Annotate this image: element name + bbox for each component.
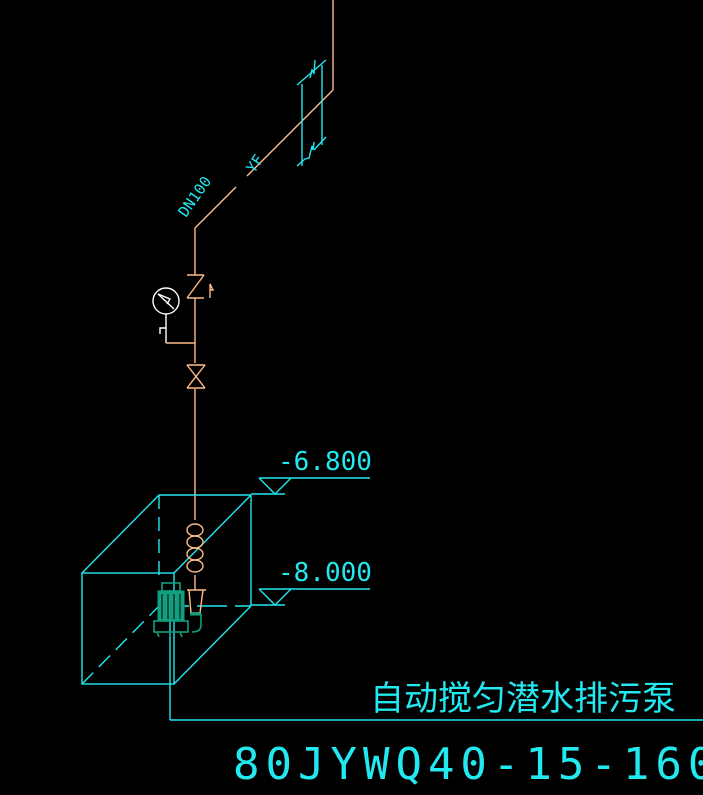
sump-pit bbox=[81, 494, 703, 721]
pipe-break-symbol bbox=[296, 59, 327, 167]
equipment-name: 自动搅匀潜水排污泵 bbox=[370, 679, 676, 719]
submersible-pump-icon bbox=[153, 582, 202, 638]
check-valve-icon bbox=[186, 274, 215, 299]
pipe-system-label: YF bbox=[243, 151, 268, 176]
discharge-pipe bbox=[194, 0, 334, 520]
gate-valve-icon bbox=[186, 364, 206, 389]
level-marker-2: -8.000 bbox=[251, 558, 372, 606]
level-marker-1: -6.800 bbox=[251, 447, 372, 495]
pressure-gauge-icon bbox=[152, 287, 195, 344]
level-value-2: -8.000 bbox=[278, 558, 372, 588]
equipment-model: 80JYWQ40-15-1600-4 bbox=[233, 739, 703, 790]
flexible-hose-icon bbox=[186, 523, 206, 614]
level-value-1: -6.800 bbox=[278, 447, 372, 477]
